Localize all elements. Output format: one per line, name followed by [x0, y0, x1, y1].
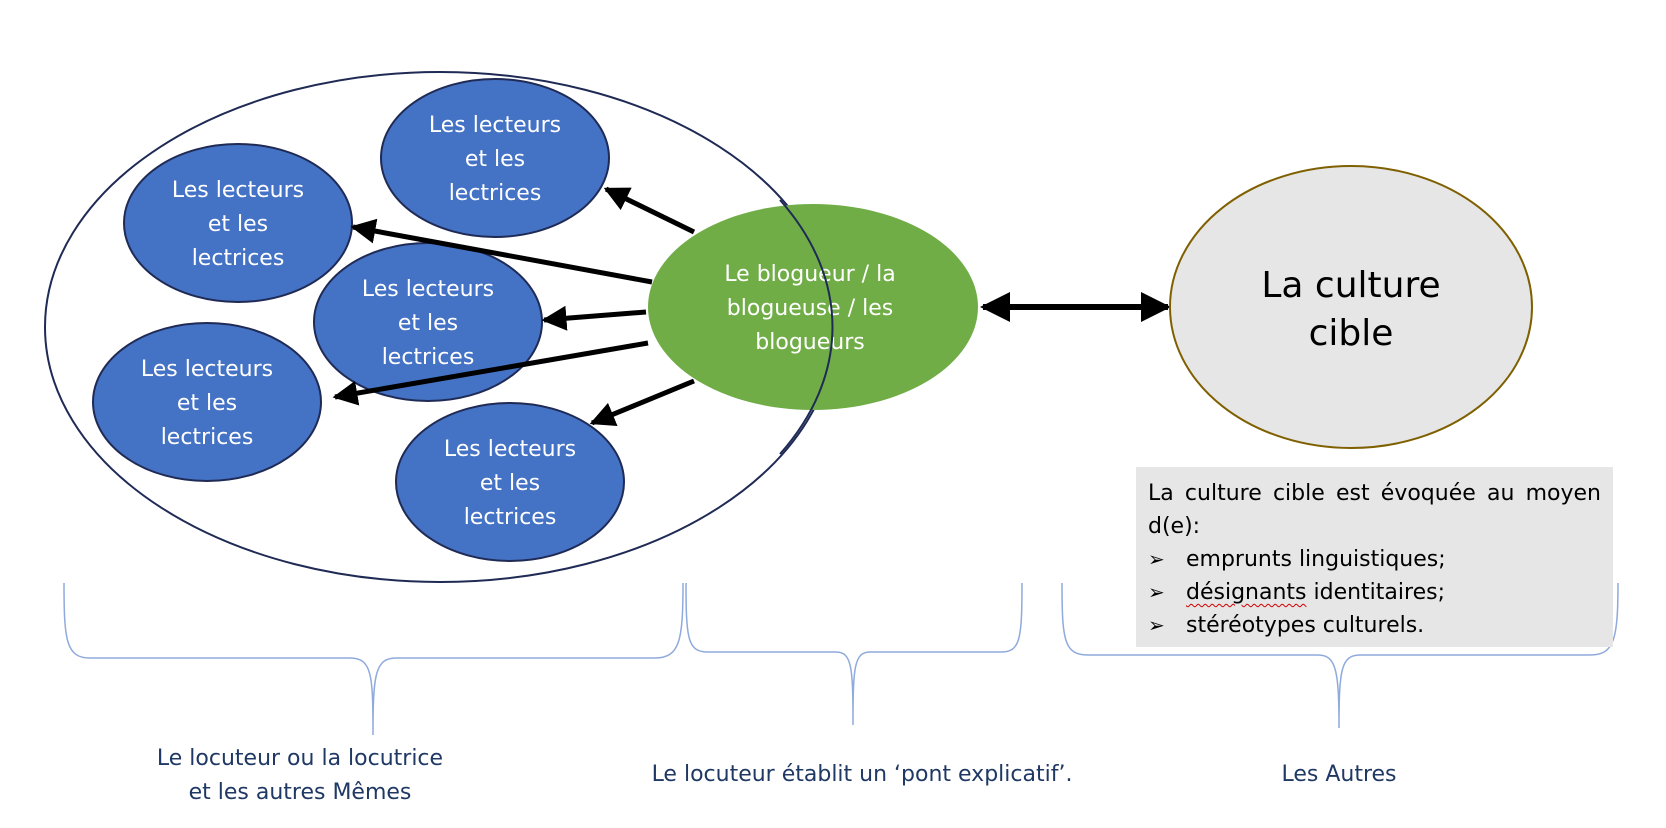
reader-label-line: et les	[480, 471, 540, 496]
list-item: ➢ désignants identitaires;	[1148, 576, 1601, 609]
brace-middle	[685, 582, 1023, 726]
arrow-bullet-icon: ➢	[1148, 613, 1165, 637]
reader-label-line: lectrices	[449, 181, 542, 206]
reader-label-line: et les	[177, 391, 237, 416]
target-culture-info-box: La culture cible est évoquée au moyen d(…	[1136, 467, 1613, 647]
arrow-bullet-icon: ➢	[1148, 547, 1165, 571]
reader-label-line: Les lecteurs	[362, 277, 494, 302]
target-culture-node: La culture cible	[1169, 165, 1533, 449]
reader-node-top: Les lecteurs et les lectrices	[380, 78, 610, 238]
brace-left	[63, 582, 684, 736]
reader-label-line: et les	[398, 311, 458, 336]
caption-bridge: Le locuteur établit un ‘pont explicatif’…	[652, 762, 1073, 787]
arrow-to-reader-lower-left	[332, 340, 649, 406]
spellcheck-flagged-word: désignants	[1186, 580, 1307, 605]
arrow-to-reader-bottom	[589, 378, 695, 426]
brace-right	[1061, 582, 1619, 729]
arrows-to-readers	[332, 186, 696, 426]
reader-label-line: et les	[465, 147, 525, 172]
reader-label-line: lectrices	[192, 246, 285, 271]
arrow-to-reader-top	[603, 186, 696, 235]
blogger-node: Le blogueur / la blogueuse / les blogueu…	[648, 204, 978, 410]
reader-label-line: lectrices	[382, 345, 475, 370]
reader-node-lower-left: Les lecteurs et les lectrices	[92, 322, 322, 482]
blogger-label-line: blogueuse / les	[727, 296, 893, 321]
reader-label-line: Les lecteurs	[429, 113, 561, 138]
blogger-label-line: blogueurs	[755, 330, 864, 355]
blogger-label-line: Le blogueur / la	[724, 262, 895, 287]
list-item-text: emprunts linguistiques;	[1186, 547, 1446, 572]
target-culture-label-line: La culture	[1261, 265, 1440, 306]
reader-label-line: lectrices	[161, 425, 254, 450]
target-culture-label-line: cible	[1309, 313, 1394, 354]
list-item-text: stéréotypes culturels.	[1186, 613, 1425, 638]
reader-label-line: et les	[208, 212, 268, 237]
caption-same-line: Le locuteur ou la locutrice	[157, 746, 443, 771]
reader-label-line: lectrices	[464, 505, 557, 530]
reader-node-bottom: Les lecteurs et les lectrices	[395, 402, 625, 562]
caption-same-line: et les autres Mêmes	[189, 780, 412, 805]
reader-label-line: Les lecteurs	[141, 357, 273, 382]
reader-label-line: Les lecteurs	[444, 437, 576, 462]
arrow-to-reader-middle	[541, 305, 647, 331]
reader-node-upper-left: Les lecteurs et les lectrices	[123, 143, 353, 303]
reader-label-line: Les lecteurs	[172, 178, 304, 203]
reader-node-middle: Les lecteurs et les lectrices	[313, 242, 543, 402]
info-box-list: ➢ emprunts linguistiques; ➢ désignants i…	[1148, 543, 1601, 642]
group-ellipse-overlap-arc	[779, 199, 834, 455]
arrow-bullet-icon: ➢	[1148, 580, 1165, 604]
list-item-text: identitaires;	[1306, 580, 1445, 605]
list-item: ➢ stéréotypes culturels.	[1148, 609, 1601, 642]
arrow-to-reader-upper-left	[350, 218, 653, 285]
list-item: ➢ emprunts linguistiques;	[1148, 543, 1601, 576]
info-box-intro: La culture cible est évoquée au moyen d(…	[1148, 481, 1601, 539]
caption-others: Les Autres	[1281, 762, 1396, 787]
